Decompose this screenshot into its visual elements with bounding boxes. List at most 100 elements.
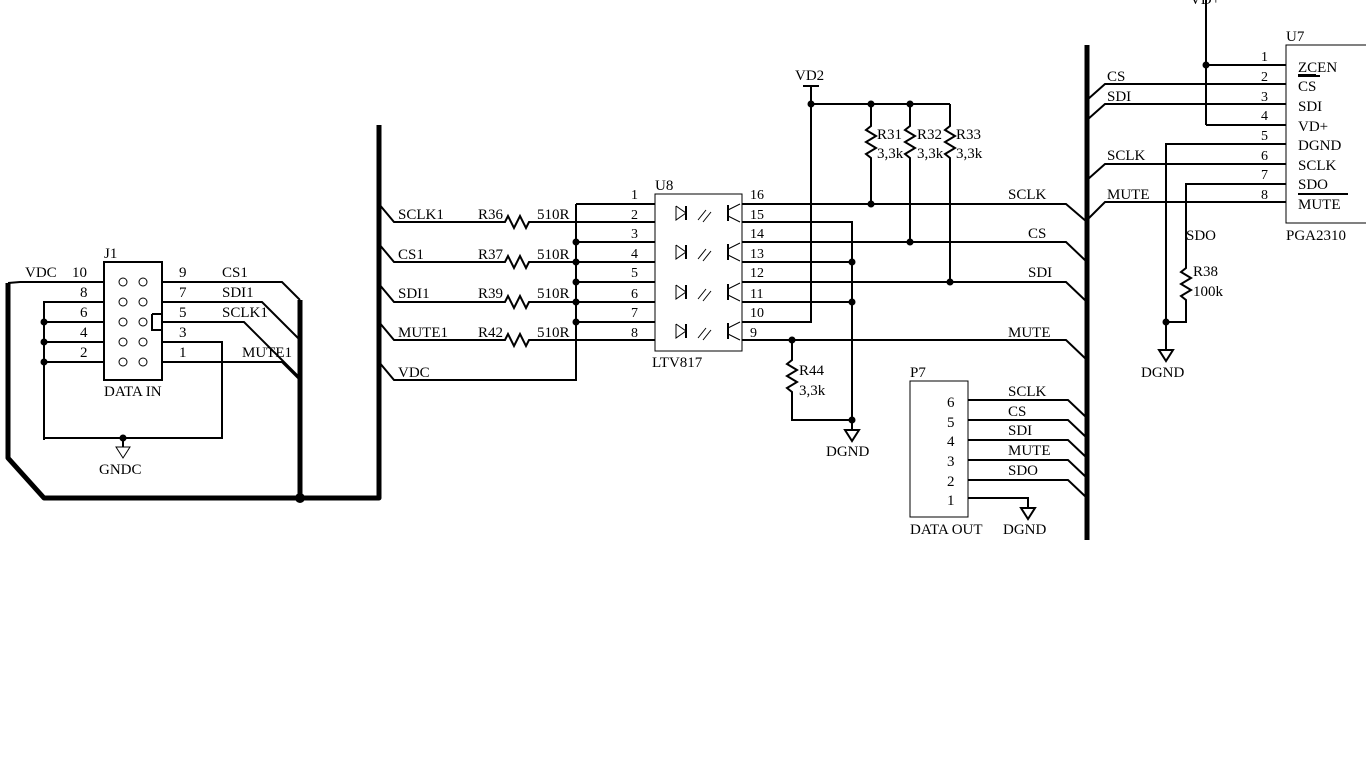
u7-bus-mute: MUTE (1107, 187, 1150, 203)
u8-pin-7: 7 (631, 306, 638, 321)
u8-pin-13: 13 (750, 247, 764, 262)
u8-anode-wires (572, 203, 655, 326)
u8-pin-9: 9 (750, 326, 757, 341)
net-mute1: MUTE1 (398, 325, 448, 341)
u8-pin-6: 6 (631, 287, 638, 302)
r31-value: 3,3k (877, 146, 904, 162)
opto-channel-2 (675, 242, 741, 262)
r37-ref: R37 (478, 247, 504, 263)
p7-pin-2: 2 (947, 474, 955, 490)
series-resistors: R36 510R R37 510R R39 510R R42 510R (478, 207, 655, 349)
r44-value: 3,3k (799, 383, 826, 399)
j1-pin-2: 2 (80, 345, 88, 361)
p7-pin-5: 5 (947, 415, 955, 431)
r38-value: 100k (1193, 284, 1224, 300)
j1-net-cs1: CS1 (222, 265, 248, 281)
r39-ref: R39 (478, 286, 503, 302)
j1-pin-10: 10 (72, 265, 87, 281)
p7-net-sdo: SDO (1008, 463, 1038, 479)
r39-value: 510R (537, 286, 570, 302)
p7-pin-3: 3 (947, 454, 955, 470)
opto-channel-1 (675, 203, 741, 223)
u7-pin-name-sdo: SDO (1298, 177, 1328, 193)
j1-net-sdi1: SDI1 (222, 285, 254, 301)
net-sdi1: SDI1 (398, 286, 430, 302)
left-bus (5, 125, 382, 503)
u7-pin-name-cs: CS (1298, 79, 1316, 95)
net-sclk1: SCLK1 (398, 207, 444, 223)
u8-pin-5: 5 (631, 266, 638, 281)
j1-net-mute1: MUTE1 (242, 345, 292, 361)
j1-pin-3: 3 (179, 325, 187, 341)
r31-ref: R31 (877, 127, 902, 143)
u7-pin-8: 8 (1261, 188, 1268, 203)
j1-pin-circles (118, 277, 163, 367)
u7-pin-4: 4 (1261, 109, 1268, 124)
u7-pin-name-sdi: SDI (1298, 99, 1322, 115)
u8-pin-4: 4 (631, 247, 638, 262)
u7-bus-sclk: SCLK (1107, 148, 1146, 164)
pullup-resistors: R31 3,3k R32 3,3k R33 3,3k (864, 100, 983, 286)
out-net-sdi: SDI (1028, 265, 1052, 281)
j1-pin-9: 9 (179, 265, 187, 281)
u8-output-wires: VD2 SCLK CS SDI MUTE (742, 68, 1088, 430)
j1-pin-6: 6 (80, 305, 88, 321)
u8-pin-1: 1 (631, 188, 638, 203)
r44-ref: R44 (799, 363, 825, 379)
r42-ref: R42 (478, 325, 503, 341)
u8-pin-15: 15 (750, 208, 764, 223)
u8-pin-14: 14 (750, 227, 764, 242)
u7-pin-name-zcen: ZCEN (1298, 60, 1337, 76)
r38-ref: R38 (1193, 264, 1218, 280)
p7-net-sclk: SCLK (1008, 384, 1047, 400)
j1-ref: J1 (104, 246, 117, 262)
connector-p7: P7 DATA OUT DGND 6 5 4 3 2 1 SCLK CS SDI… (909, 365, 1088, 538)
vd2-label: VD2 (795, 68, 824, 84)
sdo-label: SDO (1186, 228, 1216, 244)
p7-net-cs: CS (1008, 404, 1026, 420)
p7-net-mute: MUTE (1008, 443, 1051, 459)
p7-gnd: DGND (1003, 522, 1046, 538)
connector-j1: J1 DATA IN 10 8 6 4 2 9 7 5 3 1 VDC CS1 … (7, 246, 301, 478)
net-vdc: VDC (398, 365, 430, 381)
u8-pin-12: 12 (750, 266, 764, 281)
j1-pin-7: 7 (179, 285, 187, 301)
p7-ref: P7 (910, 365, 926, 381)
u7-pin-7: 7 (1261, 168, 1268, 183)
u7-pin-2: 2 (1261, 70, 1268, 85)
opto-channel-3 (675, 282, 741, 302)
gndc-label: GNDC (99, 462, 142, 478)
u8-pin-16: 16 (750, 188, 764, 203)
r44-pulldown: R44 3,3k DGND (785, 336, 869, 460)
net-cs1: CS1 (398, 247, 424, 263)
u7-pin-name-dgnd: DGND (1298, 138, 1341, 154)
p7-pin-6: 6 (947, 395, 955, 411)
u7-pin-name-vd: VD+ (1298, 119, 1328, 135)
r33-value: 3,3k (956, 146, 983, 162)
u7-ref: U7 (1286, 29, 1305, 45)
input-nets: SCLK1 CS1 SDI1 MUTE1 VDC (378, 203, 577, 381)
u8-pin-11: 11 (750, 287, 763, 302)
u8-ref: U8 (655, 178, 673, 194)
u8-pin-3: 3 (631, 227, 638, 242)
ic-u7: U7 PGA2310 VD+ 1 2 3 4 5 6 7 8 ZCEN CS S… (1086, 0, 1366, 381)
j1-net-sclk1: SCLK1 (222, 305, 268, 321)
opto-channel-4 (675, 321, 741, 341)
optocoupler-u8: U8 LTV817 1 2 3 4 5 6 7 8 16 15 14 13 12… (631, 178, 764, 371)
u7-pin-5: 5 (1261, 129, 1268, 144)
u7-name: PGA2310 (1286, 228, 1346, 244)
j1-name: DATA IN (104, 384, 162, 400)
r33-ref: R33 (956, 127, 981, 143)
out-net-sclk: SCLK (1008, 187, 1047, 203)
j1-vdc-label: VDC (25, 265, 57, 281)
r36-ref: R36 (478, 207, 504, 223)
u8-pin-10: 10 (750, 306, 764, 321)
p7-name: DATA OUT (910, 522, 983, 538)
out-net-mute: MUTE (1008, 325, 1051, 341)
r32-ref: R32 (917, 127, 942, 143)
u7-pin-3: 3 (1261, 90, 1268, 105)
dgnd-label-center: DGND (826, 444, 869, 460)
r32-value: 3,3k (917, 146, 944, 162)
r37-value: 510R (537, 247, 570, 263)
